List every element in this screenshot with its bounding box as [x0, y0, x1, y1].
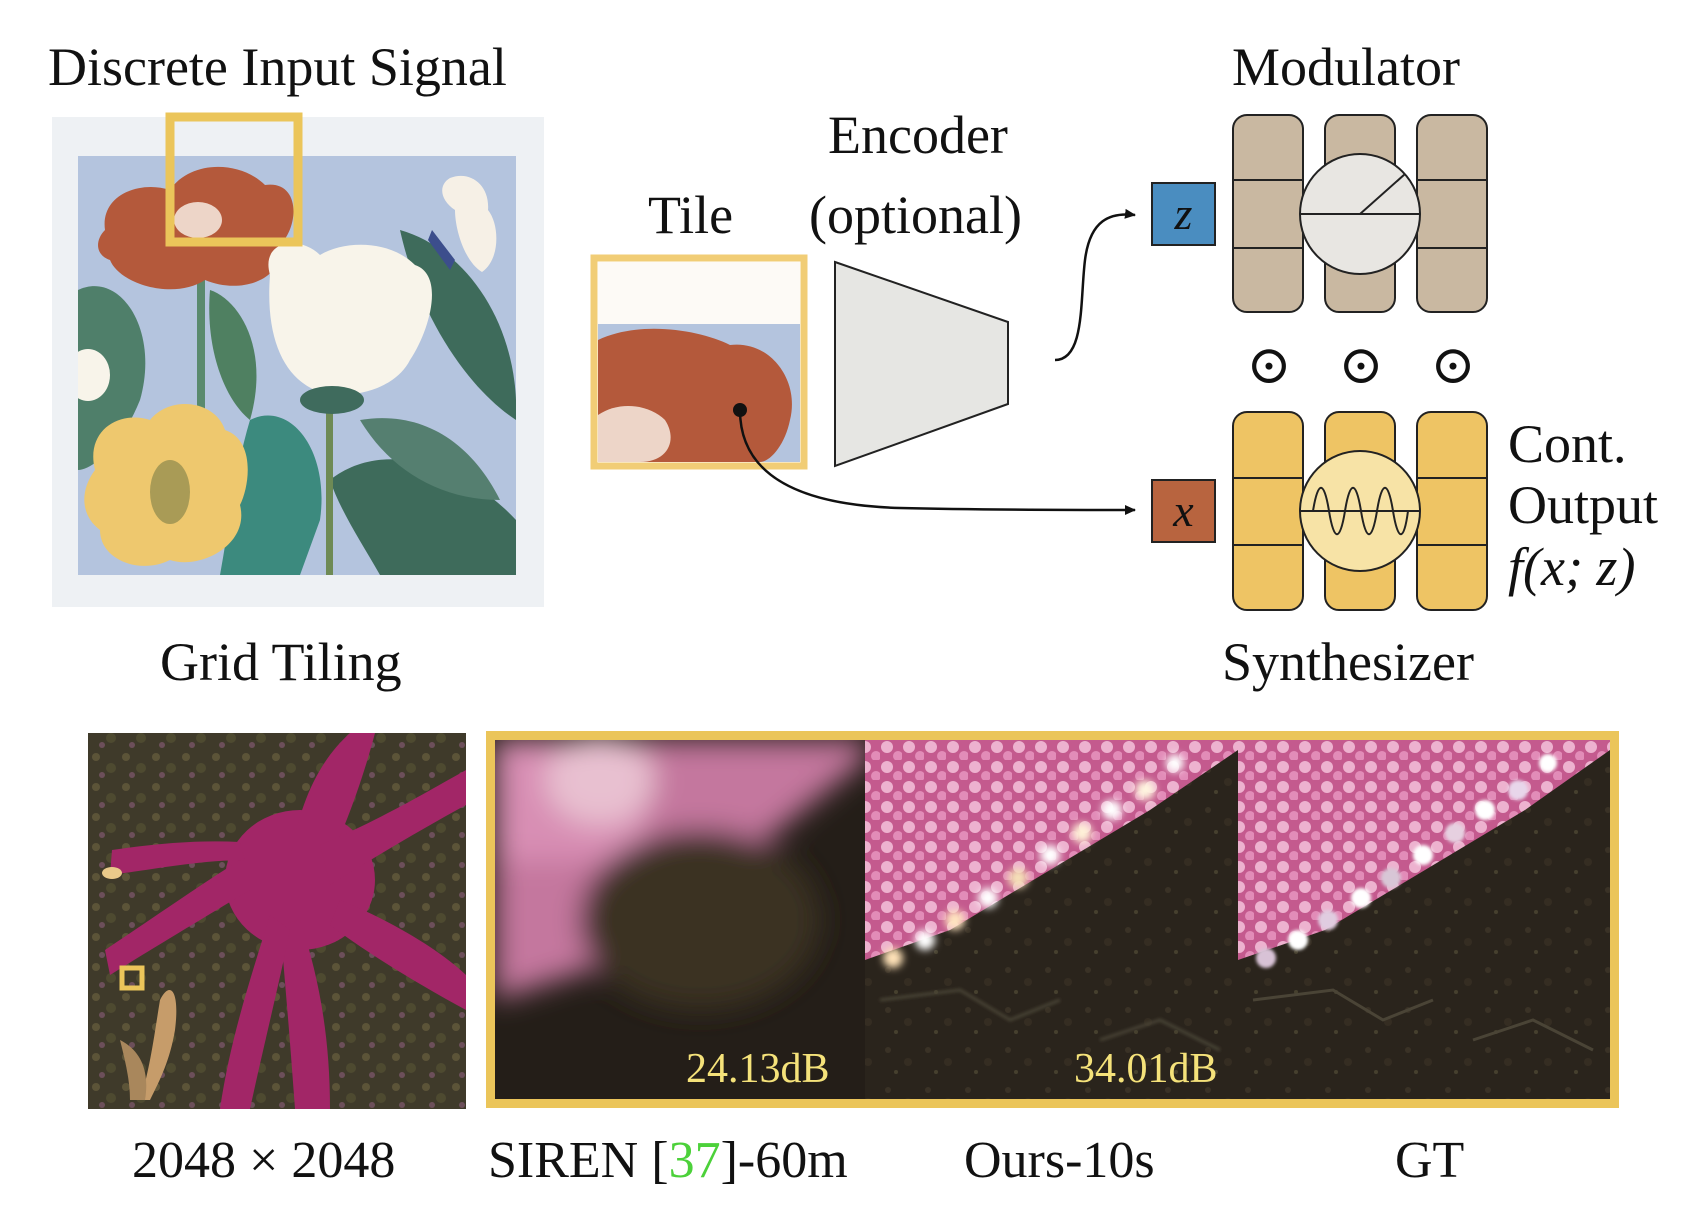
hadamard-op-3: ⊙	[1430, 335, 1476, 395]
coord-x-box	[1151, 479, 1216, 543]
grid-tile-highlight	[165, 112, 303, 247]
sine-wave-circle-icon	[1299, 450, 1421, 572]
ours-caption: Ours-10s	[964, 1132, 1155, 1189]
siren-caption: SIREN [37]-60m	[488, 1135, 848, 1187]
siren-caption-prefix: SIREN [	[488, 1132, 669, 1189]
input-painting	[52, 112, 544, 607]
siren-crop	[495, 740, 865, 1099]
modulator-label: Modulator	[1232, 37, 1460, 97]
tile-label: Tile	[648, 185, 734, 245]
hadamard-op-2: ⊙	[1338, 335, 1384, 395]
latent-z-box	[1151, 182, 1216, 246]
output-formula: f(x; z)	[1508, 537, 1636, 597]
starfish-image	[88, 733, 466, 1109]
output-label-line1: Cont.	[1508, 414, 1627, 474]
modulator-block	[1232, 114, 1488, 313]
coord-arrow	[738, 409, 1136, 515]
encoder-optional-label: (optional)	[809, 185, 1022, 245]
coord-x-symbol: x	[1173, 485, 1194, 536]
ours-crop	[865, 740, 1238, 1099]
synthesizer-label: Synthesizer	[1222, 632, 1474, 692]
tile-highlight	[590, 254, 808, 470]
ours-psnr: 34.01dB	[1074, 1046, 1218, 1092]
input-title: Discrete Input Signal	[48, 37, 507, 97]
tile-image	[590, 254, 808, 470]
encoder-trapezoid	[834, 260, 1009, 468]
pie-circle-icon	[1299, 153, 1421, 275]
resolution-caption: 2048 × 2048	[132, 1132, 396, 1189]
grid-caption: Grid Tiling	[160, 632, 402, 692]
gt-caption: GT	[1395, 1132, 1465, 1189]
latent-arrow	[1054, 208, 1136, 362]
synthesizer-block	[1232, 411, 1488, 611]
encoder-label: Encoder	[828, 105, 1008, 165]
latent-z-symbol: z	[1174, 188, 1193, 239]
gt-crop	[1238, 740, 1610, 1099]
starfish-crop-highlight	[119, 965, 145, 991]
siren-caption-suffix: ]-60m	[720, 1132, 848, 1189]
hadamard-op-1: ⊙	[1246, 335, 1292, 395]
siren-psnr: 24.13dB	[686, 1046, 830, 1092]
siren-citation: 37	[668, 1132, 721, 1189]
output-label-line2: Output	[1508, 475, 1659, 535]
